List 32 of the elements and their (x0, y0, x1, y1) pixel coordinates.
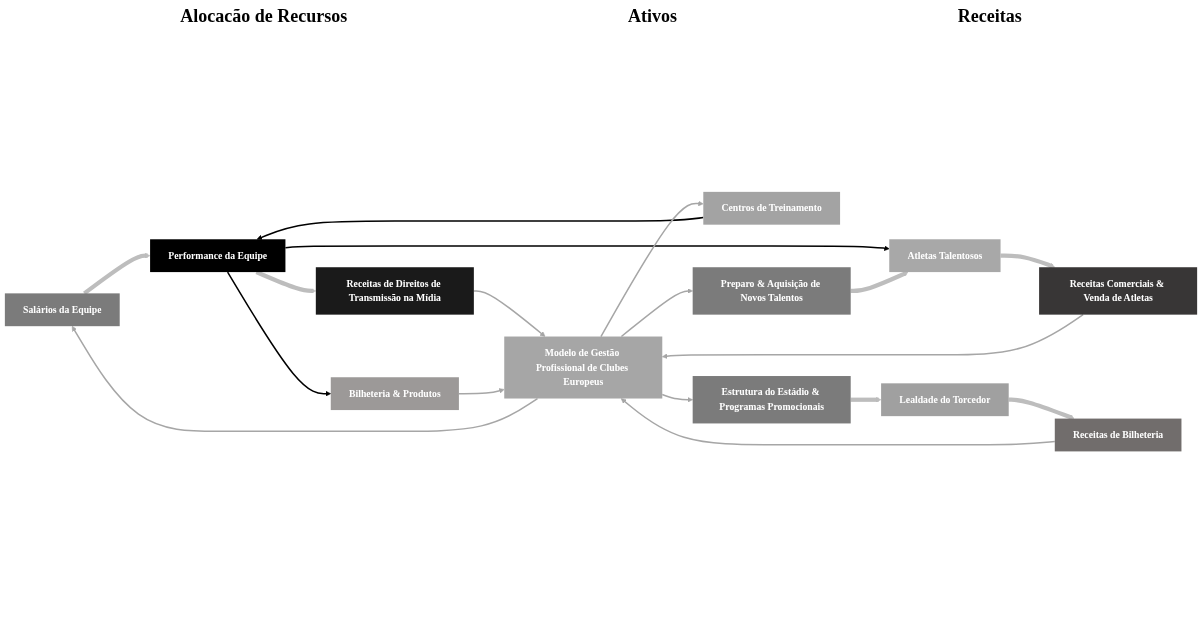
node-box: Centros de Treinamento (703, 192, 841, 226)
column-heading: Alocacão de Recursos (180, 6, 348, 27)
node-box: Estrutura do Estádio & Programas Promocionais (692, 376, 851, 424)
arrow (473, 290, 546, 338)
node-box: Preparo & Aquisição de Novos Talentos (692, 267, 851, 315)
column-heading: Receitas (957, 6, 1022, 27)
column-heading: Ativos (628, 6, 677, 27)
node-box: Lealdade do Torcedor (881, 383, 1009, 417)
arrow (620, 288, 693, 338)
arrow (1008, 397, 1075, 421)
arrow (458, 388, 505, 395)
arrow (226, 271, 331, 397)
arrow (662, 314, 1084, 360)
node-box: Salários da Equipe (4, 293, 120, 327)
node-box: Modelo de Gestão Profissional de Clubes Europeus (504, 336, 663, 399)
node-box: Receitas de Direitos de Transmissão na Mídia (315, 267, 474, 315)
arrow (255, 270, 317, 294)
arrow (1000, 253, 1055, 269)
arrow (661, 394, 693, 403)
arrow (620, 398, 1056, 446)
arrow (600, 201, 704, 338)
arrow (850, 271, 909, 294)
arrow (256, 217, 705, 241)
arrow (71, 326, 539, 433)
node-box: Receitas de Bilheteria (1054, 418, 1182, 452)
node-box: Bilheteria & Produtos (330, 377, 459, 411)
arrow (83, 253, 151, 296)
arrow (850, 397, 882, 403)
arrow (284, 245, 890, 252)
node-box: Performance da Equipe (150, 239, 286, 273)
node-box: Atletas Talentosos (889, 239, 1001, 273)
node-box: Receitas Comerciais & Venda de Atletas (1039, 267, 1198, 315)
